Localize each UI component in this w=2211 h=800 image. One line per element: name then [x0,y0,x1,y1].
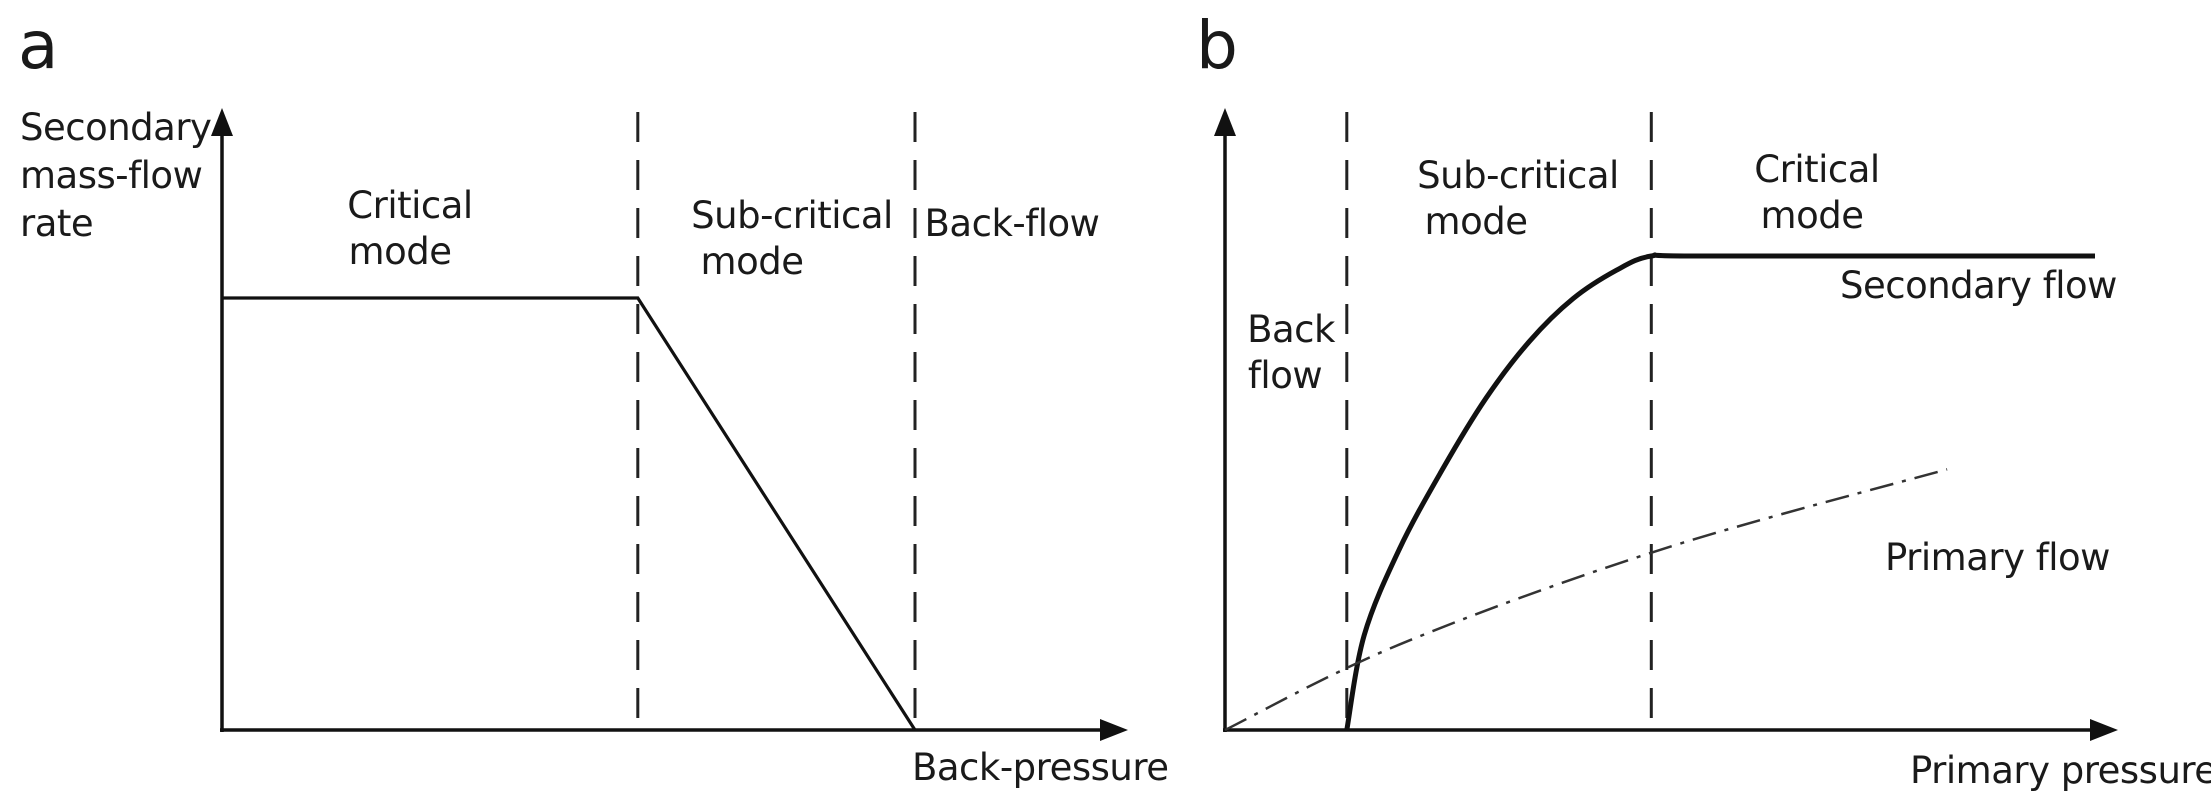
panel-a-region-backflow-line-1: Back-flow [925,202,1100,245]
panel-a-xlabel: Back-pressure [912,746,1169,789]
panel-b-primary-flow-curve [1224,468,1948,732]
panel-b: b Primary pressure Back flow Sub-critica… [1196,7,2211,792]
panel-a: a Secondary mass-flow rate Back-pressure… [18,7,1169,789]
panel-b-secondary-flow-curve [1344,252,2095,731]
panel-a-region-critical-line-2: mode [349,230,452,273]
panel-a-y-arrow [211,108,233,136]
panel-a-ylabel-line-3: rate [20,202,93,245]
panel-b-xlabel: Primary pressure [1910,749,2211,792]
panel-b-x-arrow [2090,719,2118,741]
panel-b-primary-flow-label: Primary flow [1885,536,2110,579]
panel-b-region-critical-line-1: Critical [1754,148,1879,191]
panel-a-letter: a [18,7,58,84]
panel-a-ylabel-line-1: Secondary [20,106,211,149]
panel-b-letter: b [1196,7,1238,84]
panel-a-region-critical-line-1: Critical [347,184,472,227]
panel-b-region-subcritical-line-1: Sub-critical [1417,154,1619,197]
panel-a-x-arrow [1100,719,1128,741]
panel-b-y-arrow [1214,108,1236,136]
panel-a-mass-flow-line [222,296,917,731]
panel-b-region-backflow-line-1: Back [1247,308,1336,351]
panel-b-region-backflow-line-2: flow [1248,354,1322,397]
panel-a-ylabel-line-2: mass-flow [20,154,202,197]
panel-a-region-subcritical-line-2: mode [701,240,804,283]
panel-b-region-subcritical-line-2: mode [1425,200,1528,243]
panel-a-region-subcritical-line-1: Sub-critical [691,194,893,237]
panel-b-secondary-flow-label: Secondary flow [1840,264,2117,307]
panel-b-region-critical-line-2: mode [1761,194,1864,237]
